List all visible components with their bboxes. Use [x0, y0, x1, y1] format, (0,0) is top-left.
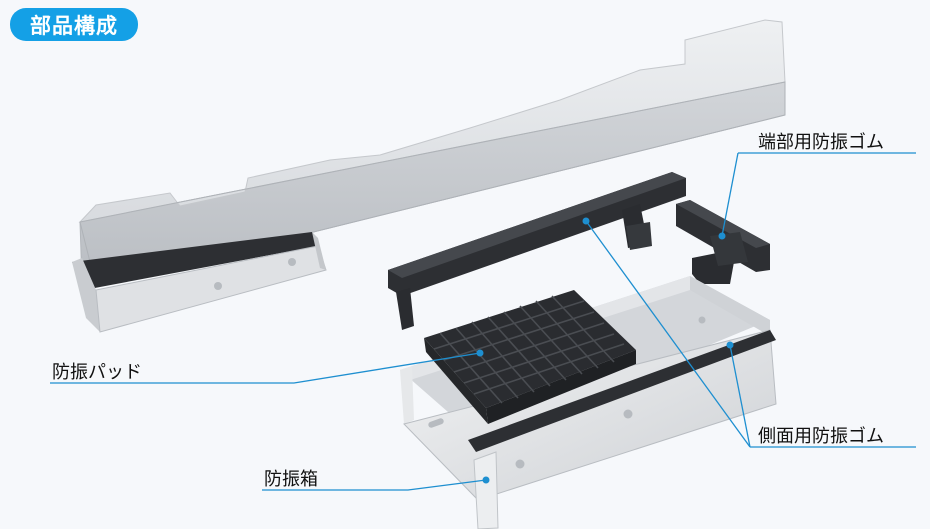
- label-isolation-box: 防振箱: [264, 469, 318, 490]
- section-title-badge: 部品構成: [10, 8, 138, 41]
- leader-side-rubber-b: [729, 344, 751, 448]
- leader-pad: [50, 352, 481, 384]
- leader-end-rubber: [721, 152, 739, 237]
- leader-box: [262, 479, 487, 491]
- leader-dots: [476, 217, 734, 484]
- label-isolation-pad: 防振パッド: [52, 362, 142, 383]
- sleeper-block: [72, 19, 786, 333]
- side-rubber-bar: [388, 172, 686, 330]
- leader-lines: [50, 152, 916, 491]
- label-end-rubber: 端部用防振ゴム: [758, 132, 884, 153]
- isolation-pad: [424, 290, 636, 424]
- leader-side-rubber-a: [585, 220, 751, 448]
- end-rubber: [676, 200, 770, 284]
- label-side-rubber: 側面用防振ゴム: [758, 426, 884, 447]
